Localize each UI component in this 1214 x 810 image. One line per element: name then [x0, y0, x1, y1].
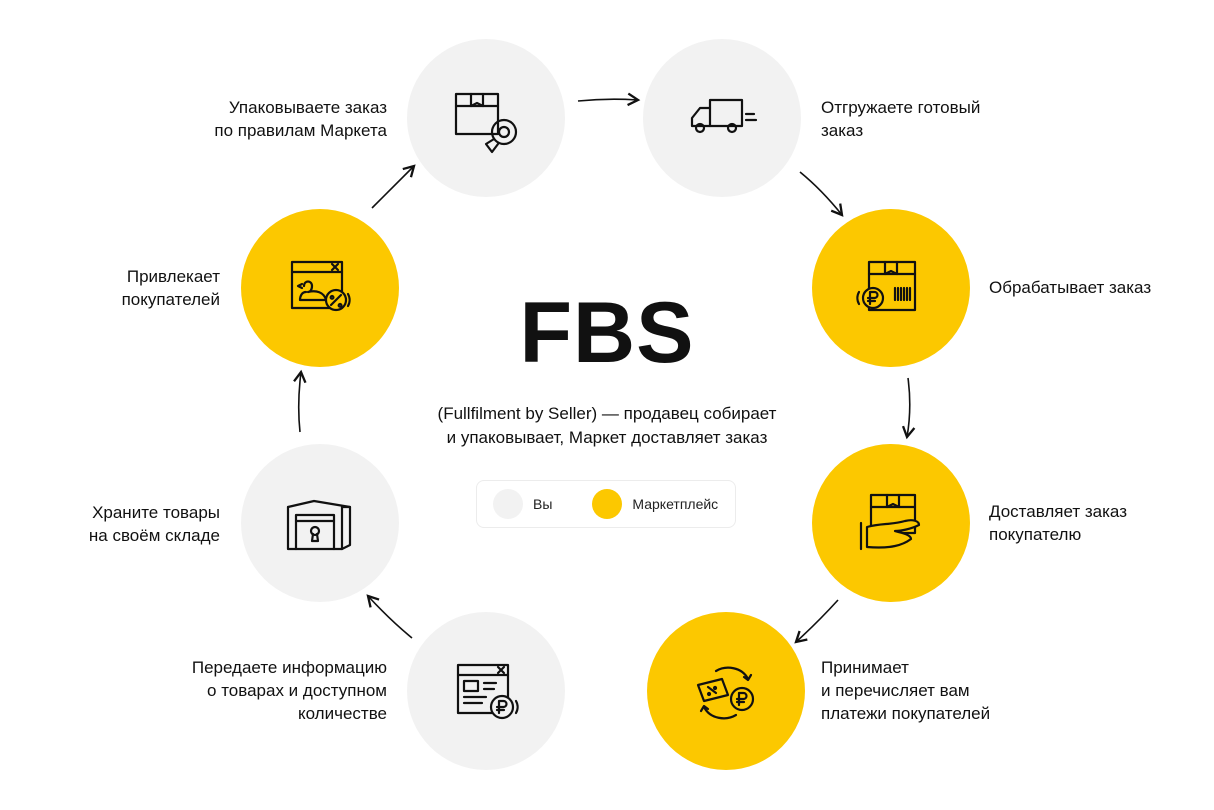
- arrow-process-to-deliver: [901, 377, 916, 440]
- legend-label-you: Вы: [533, 496, 553, 512]
- step-pack-circle: [407, 39, 565, 197]
- step-ship-label: Отгружаете готовый заказ: [821, 98, 981, 140]
- step-store-circle: [241, 444, 399, 602]
- discount-ruble-exchange-icon: [696, 666, 755, 720]
- step-store-label: Храните товары на своём складе: [88, 503, 220, 545]
- package-tape-icon: [454, 92, 518, 154]
- step-info-label: Передаете информацию о товарах и доступн…: [191, 658, 387, 723]
- truck-icon: [690, 98, 758, 134]
- arrow-info-to-store: [366, 594, 413, 639]
- page-subtitle: (Fullfilment by Seller) — продавец собир…: [437, 404, 777, 447]
- arrow-deliver-to-payments: [794, 599, 839, 644]
- warehouse-icon: [286, 499, 352, 551]
- step-payments-circle: [647, 612, 805, 770]
- step-deliver-circle: [812, 444, 970, 602]
- step-attract-circle: [241, 209, 399, 367]
- box-barcode-ruble-icon: [856, 260, 917, 312]
- legend-item-you: Вы: [493, 489, 552, 519]
- legend-dot-marketplace: [592, 489, 623, 519]
- promo-window-icon: [290, 260, 351, 312]
- step-deliver-label: Доставляет заказ покупателю: [989, 502, 1127, 544]
- arrow-ship-to-process: [799, 171, 844, 217]
- step-ship-circle: [643, 39, 801, 197]
- arrow-attract-to-pack: [371, 164, 416, 209]
- step-pack-label: Упаковываете заказ по правилам Маркета: [214, 98, 387, 140]
- catalog-ruble-icon: [456, 663, 519, 720]
- legend-item-marketplace: Маркетплейс: [592, 489, 718, 519]
- step-process-label: Обрабатывает заказ: [989, 278, 1152, 297]
- step-info-circle: [407, 612, 565, 770]
- step-process-circle: [812, 209, 970, 367]
- legend-label-marketplace: Маркетплейс: [632, 496, 719, 512]
- step-attract-label: Привлекает покупателей: [121, 267, 220, 309]
- legend: Вы Маркетплейс: [476, 480, 736, 528]
- page-title: FBS: [519, 285, 695, 381]
- hand-box-icon: [859, 493, 921, 551]
- arrow-store-to-attract: [293, 369, 307, 433]
- legend-dot-you: [493, 489, 523, 519]
- arrow-pack-to-ship: [577, 92, 641, 107]
- step-payments-label: Принимает и перечисляет вам платежи поку…: [821, 658, 991, 723]
